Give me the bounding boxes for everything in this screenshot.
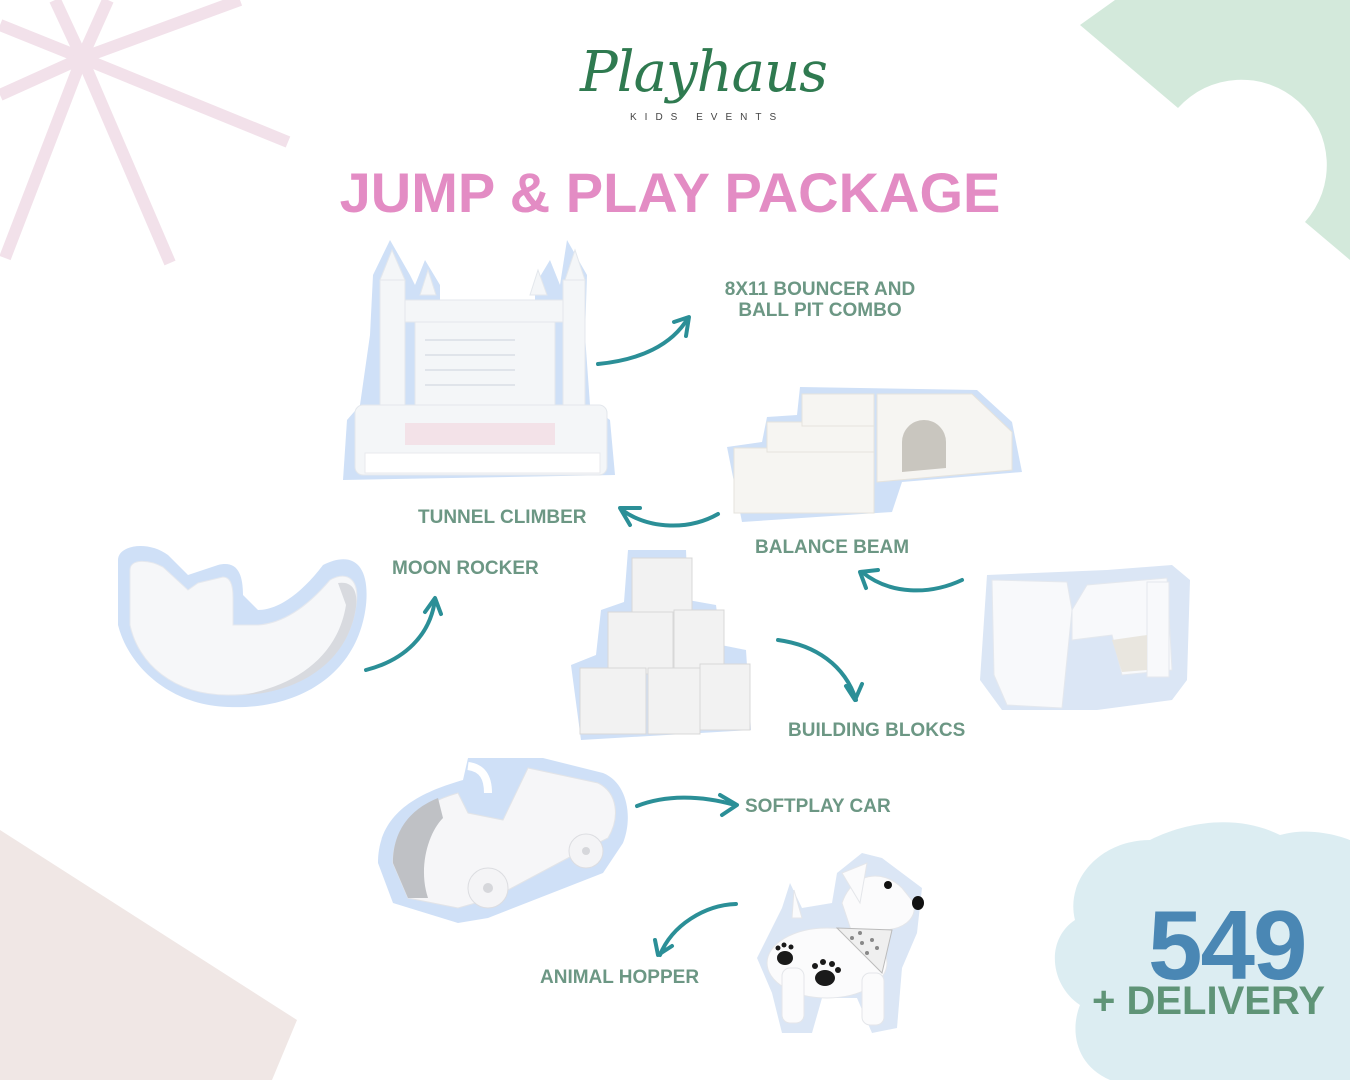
- tunnel-climber-image: [727, 387, 1022, 522]
- arrow-bouncer: [596, 315, 691, 366]
- arrow-building-blocks: [776, 638, 864, 702]
- playhaus-logo: Playhaus KIDS EVENTS: [580, 38, 828, 123]
- arrow-softplay-car: [635, 793, 739, 817]
- mint-cloud-decoration: [1080, 0, 1350, 260]
- label-balance-beam: BALANCE BEAM: [755, 537, 910, 558]
- label-softplay-car: SOFTPLAY CAR: [745, 796, 891, 817]
- light-blue-cloud-decoration: [1054, 822, 1350, 1080]
- label-animal-hopper: ANIMAL HOPPER: [540, 967, 700, 988]
- bouncer-castle-image: [343, 240, 615, 480]
- delivery-note: + DELIVERY: [1092, 979, 1326, 1023]
- blush-wedge-decoration: [0, 830, 297, 1080]
- arrow-tunnel-climber: [618, 506, 720, 528]
- logo-wordmark: Playhaus: [580, 40, 828, 105]
- label-building-blocks: BUILDING BLOKCS: [788, 720, 966, 741]
- building-blocks-image: [571, 550, 751, 740]
- moon-rocker-image: [118, 545, 367, 708]
- label-bouncer-line2: BALL PIT COMBO: [738, 300, 902, 321]
- arrow-moon-rocker: [364, 596, 443, 672]
- label-tunnel-climber: TUNNEL CLIMBER: [418, 507, 587, 528]
- arrow-animal-hopper: [653, 902, 738, 957]
- softplay-car-image: [378, 758, 628, 923]
- package-title: JUMP & PLAY PACKAGE: [339, 161, 1001, 224]
- arrow-balance-beam: [858, 568, 964, 593]
- logo-tagline: KIDS EVENTS: [630, 112, 785, 123]
- starburst-decoration: [0, 0, 291, 266]
- balance-beam-image: [980, 565, 1190, 710]
- package-price: 549: [1148, 890, 1308, 1000]
- animal-hopper-image: [757, 853, 924, 1033]
- label-moon-rocker: MOON ROCKER: [392, 558, 539, 579]
- label-bouncer: 8X11 BOUNCER AND BALL PIT COMBO: [700, 279, 940, 321]
- label-bouncer-line1: 8X11 BOUNCER AND: [724, 279, 916, 300]
